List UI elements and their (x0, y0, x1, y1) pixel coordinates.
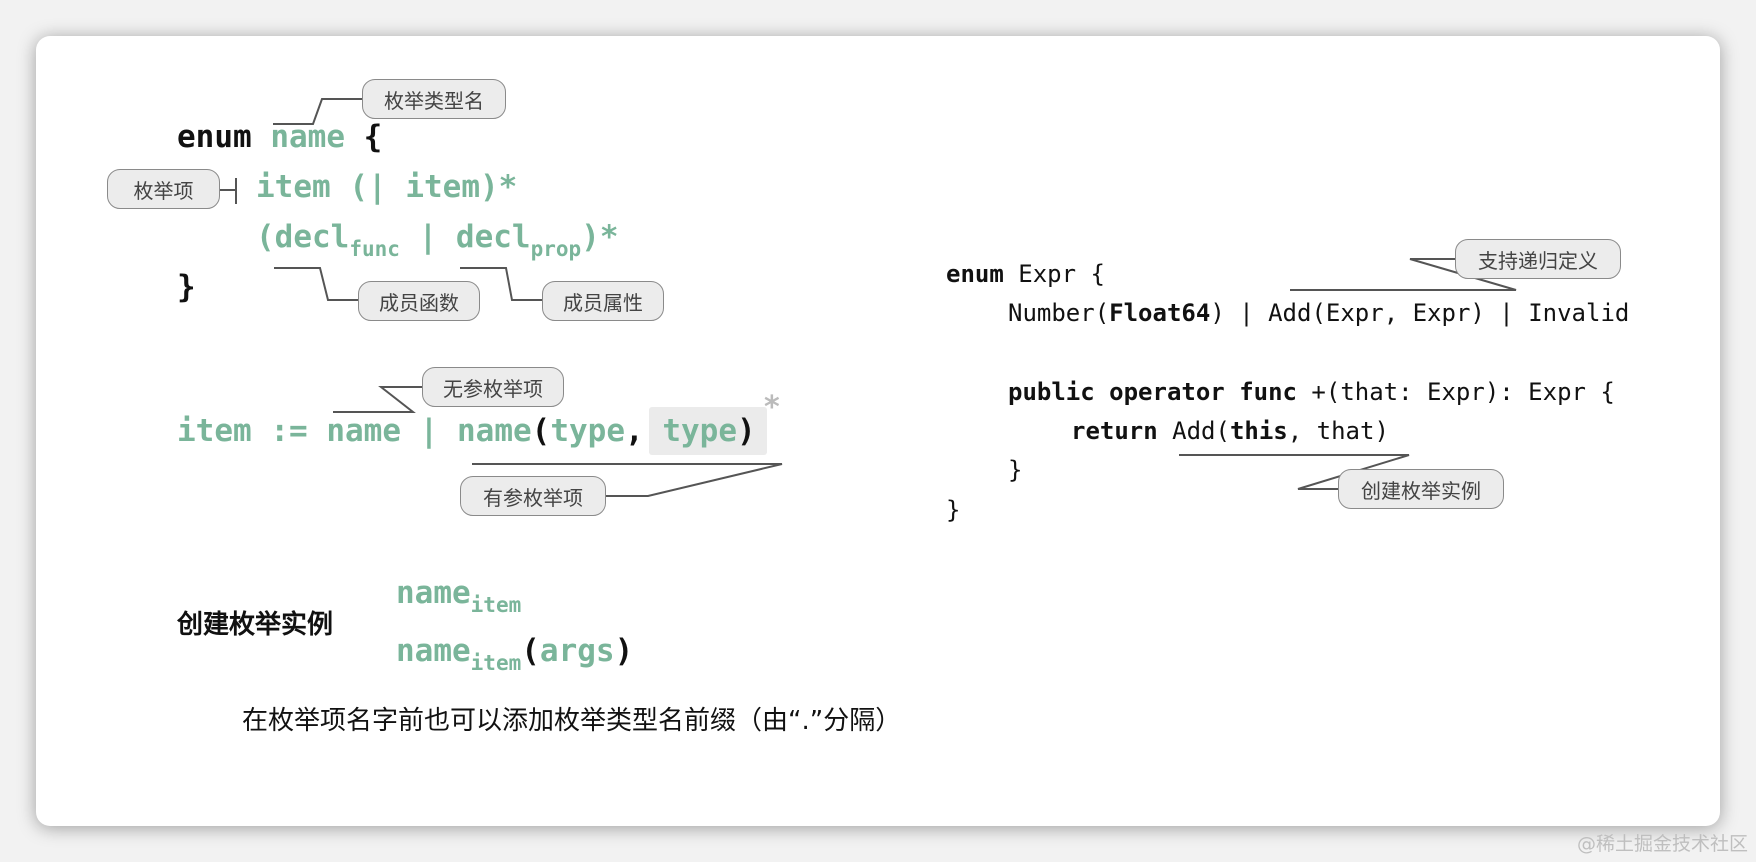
callout-param-item: 有参枚举项 (460, 476, 606, 516)
brace-open: { (363, 119, 383, 155)
callout-member-func: 成员函数 (358, 281, 480, 321)
creation-args: args (539, 633, 615, 669)
ex-l5-c: , that) (1287, 417, 1389, 445)
enum-keyword: enum (177, 119, 252, 155)
ex-l5-b: this (1229, 417, 1288, 445)
creation-line-1: nameitem (396, 575, 521, 616)
creation-paren-open: ( (521, 633, 540, 669)
ex-l4-kw: public operator func (1008, 378, 1297, 406)
prop-subscript: prop (530, 237, 582, 261)
creation-paren-close: ) (614, 633, 634, 669)
callout-enum-item: 枚举项 (107, 169, 220, 209)
callout-type-name: 枚举类型名 (362, 79, 506, 119)
example-line-2: Number(Float64) | Add(Expr, Expr) | Inva… (1008, 301, 1629, 325)
grammar-line-2: item (| item)* (256, 172, 517, 203)
example-line-7: } (946, 496, 961, 524)
creation-name-1: name (396, 575, 471, 611)
asterisk-mark: * (764, 390, 780, 425)
brace-close: } (177, 269, 196, 305)
item-a: item (256, 169, 331, 205)
paren-open: ( (531, 413, 551, 449)
example-line-4: public operator func +(that: Expr): Expr… (1008, 380, 1615, 404)
type-1: type (550, 413, 625, 449)
creation-label: 创建枚举实例 (177, 610, 334, 640)
type-2: type (662, 413, 737, 449)
decl-func: decl (274, 219, 350, 255)
creation-sub-2: item (470, 651, 522, 675)
paren-pipe: (| (349, 169, 387, 205)
assign-op: := (270, 413, 308, 449)
creation-line-2: nameitem(args) (396, 633, 634, 674)
ex-line1-rest: Expr { (1003, 260, 1105, 288)
watermark: @稀土掘金技术社区 (1576, 833, 1748, 855)
ex-l4-rest: +(that: Expr): Expr { (1296, 378, 1615, 406)
ex-l2-b: Float64 (1109, 299, 1211, 327)
creation-name-2: name (396, 633, 471, 669)
decl-prop: decl (455, 219, 531, 255)
example-line-5: return Add(this, that) (1071, 419, 1389, 443)
example-line-1: enum Expr { (946, 262, 1105, 286)
ex-l5-a: Add( (1157, 417, 1230, 445)
decl-pipe: | (418, 219, 438, 255)
grammar-line-1: enum name { (177, 122, 382, 153)
type-highlight (649, 407, 767, 455)
creation-sub-1: item (470, 593, 522, 617)
ex-l2-a: Number( (1008, 299, 1110, 327)
ex-l2-c: ) | Add(Expr, Expr) | Invalid (1210, 299, 1630, 327)
paren-open: ( (256, 219, 275, 255)
comma: , (624, 413, 644, 449)
name-with-param: name (457, 413, 532, 449)
item-b: item)* (405, 169, 518, 205)
rule-pipe: | (419, 413, 439, 449)
example-line-6: } (1008, 456, 1023, 484)
name-no-param: name (326, 413, 401, 449)
callout-recursive: 支持递归定义 (1455, 239, 1621, 279)
item-word: item (177, 413, 252, 449)
close-star: )* (581, 219, 619, 255)
ex-enum-keyword: enum (946, 260, 1004, 288)
diagram-card (36, 36, 1720, 826)
callout-member-prop: 成员属性 (542, 281, 664, 321)
creation-note: 在枚举项名字前也可以添加枚举类型名前缀（由“.”分隔） (242, 706, 902, 736)
item-rule: item := name | name(type, type) (177, 416, 756, 447)
func-subscript: func (349, 237, 400, 261)
ex-l5-kw: return (1071, 417, 1158, 445)
callout-create-instance: 创建枚举实例 (1338, 469, 1504, 509)
paren-close: ) (736, 413, 756, 449)
grammar-line-3: (declfunc | declprop)* (256, 219, 619, 260)
callout-no-param-item: 无参枚举项 (422, 367, 564, 407)
enum-name: name (270, 119, 345, 155)
